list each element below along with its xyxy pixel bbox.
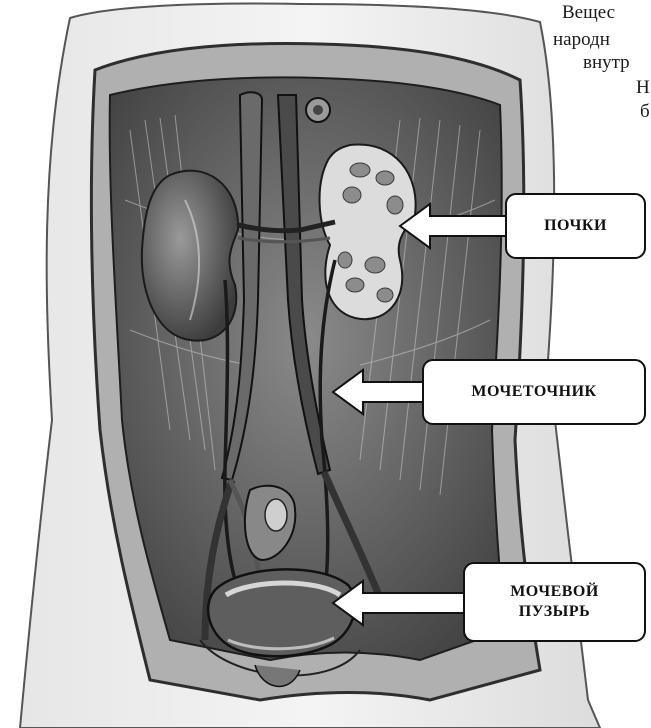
label-kidneys-text: ПОЧКИ [544, 216, 607, 236]
text-fragment: Н [636, 78, 650, 97]
label-ureter-text: МОЧЕТОЧНИК [471, 382, 596, 402]
label-bladder-line2: ПУЗЫРЬ [510, 602, 599, 622]
label-kidneys: ПОЧКИ [505, 193, 646, 259]
text-fragment: внутр [583, 53, 630, 72]
label-bladder: МОЧЕВОЙ ПУЗЫРЬ [463, 562, 646, 642]
text-fragment: б [640, 102, 650, 121]
text-fragment: народн [553, 30, 610, 49]
text-fragment: Вещес [562, 3, 615, 22]
label-ureter: МОЧЕТОЧНИК [422, 359, 646, 425]
left-kidney [142, 171, 238, 341]
label-bladder-line1: МОЧЕВОЙ [510, 582, 599, 602]
